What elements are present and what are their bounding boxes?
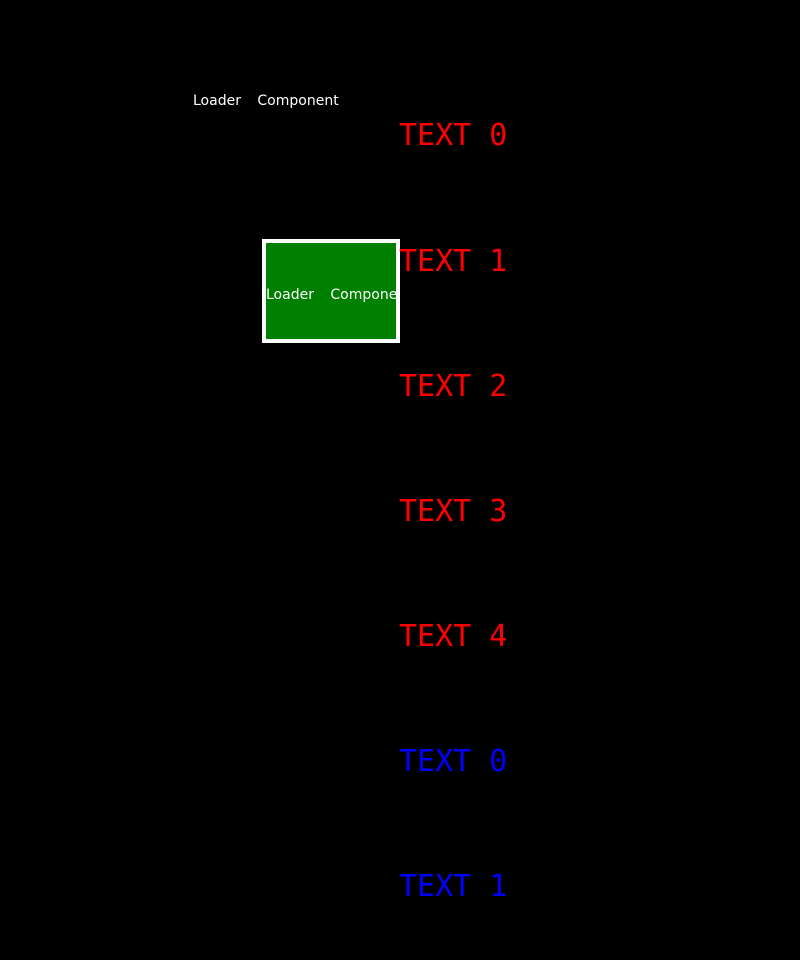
text-label-blue-1: TEXT 1: [399, 868, 508, 904]
loader-component-title-label: Loader Component: [193, 93, 339, 109]
text-label-red-4: TEXT 4: [399, 618, 508, 654]
text-label-red-1: TEXT 1: [399, 243, 508, 279]
text-label-blue-0: TEXT 0: [399, 743, 508, 779]
text-label-list: TEXT 0 TEXT 1 TEXT 2 TEXT 3 TEXT 4 TEXT …: [399, 32, 507, 960]
text-label-red-0: TEXT 0: [399, 118, 508, 154]
loader-component-widget-label: Loader Component: [266, 287, 400, 303]
text-label-red-3: TEXT 3: [399, 493, 508, 529]
loader-component-widget: Loader Component: [262, 239, 400, 343]
text-label-red-2: TEXT 2: [399, 368, 508, 404]
